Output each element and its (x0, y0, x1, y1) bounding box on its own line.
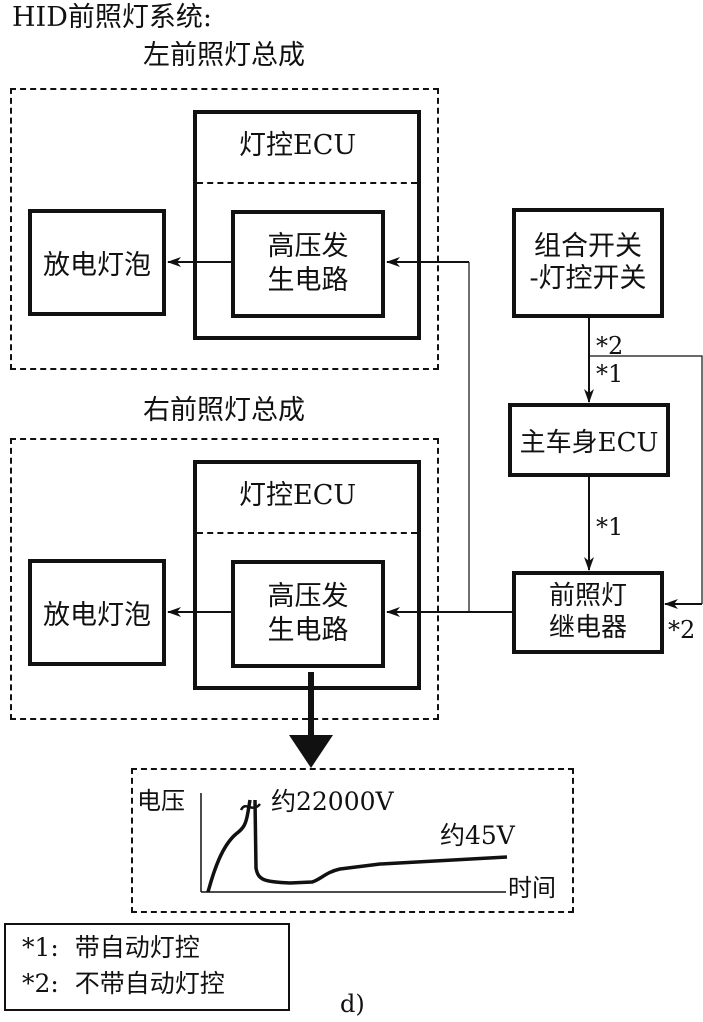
figure-label: d) (340, 990, 365, 1018)
left-headlamp-assembly (10, 88, 439, 370)
waveform-y-label: 电压 (137, 787, 185, 815)
right-ecu-divider (197, 532, 417, 534)
relay-line1: 前照灯 (548, 581, 627, 612)
right-bulb-label: 放电灯泡 (43, 600, 151, 631)
left-hv-line1: 高压发 (267, 231, 349, 263)
right-hv-line1: 高压发 (267, 581, 349, 613)
legend-key-1: *1: (22, 933, 59, 962)
main-body-ecu: 主车身ECU (508, 403, 670, 477)
headlamp-relay: 前照灯 继电器 (512, 571, 664, 654)
label-switch-bypass: *2 (596, 332, 624, 360)
label-ecu-to-relay: *1 (596, 513, 624, 541)
left-hv-line2: 生电路 (267, 265, 349, 296)
left-ecu-divider (197, 182, 417, 184)
legend-item-2: *2: 不带自动灯控 (22, 971, 225, 996)
right-hv-generator-circuit: 高压发 生电路 (231, 560, 385, 668)
combo-switch-line2: -灯控开关 (529, 263, 647, 294)
right-assembly-label: 右前照灯总成 (143, 395, 305, 426)
waveform-steady-label: 约45V (440, 821, 515, 850)
left-light-control-ecu: 灯控ECU 高压发 生电路 (193, 110, 421, 340)
legend-text-2: 不带自动灯控 (74, 969, 225, 998)
legend-item-1: *1: 带自动灯控 (22, 935, 200, 960)
waveform-peak-label: 约22000V (271, 787, 394, 816)
right-headlamp-assembly (10, 438, 439, 720)
waveform-decay-curve (253, 799, 508, 885)
combination-switch: 组合开关 -灯控开关 (512, 208, 664, 318)
legend-key-2: *2: (22, 969, 59, 998)
waveform-break-mark (239, 803, 261, 811)
label-bypass-to-relay: *2 (668, 616, 696, 644)
right-discharge-bulb: 放电灯泡 (28, 559, 166, 666)
left-bulb-label: 放电灯泡 (43, 250, 151, 281)
diagram-title: HID前照灯系统: (12, 2, 212, 33)
right-light-control-ecu: 灯控ECU 高压发 生电路 (193, 460, 421, 690)
waveform-output-arrow-head (289, 735, 333, 768)
right-ecu-label: 灯控ECU (239, 480, 357, 511)
left-assembly-label: 左前照灯总成 (143, 40, 305, 71)
label-switch-to-ecu: *1 (596, 360, 624, 388)
body-ecu-label: 主车身ECU (519, 427, 659, 458)
waveform-panel (131, 768, 574, 913)
legend-text-1: 带自动灯控 (74, 933, 200, 962)
left-discharge-bulb: 放电灯泡 (28, 209, 166, 316)
relay-line2: 继电器 (548, 612, 627, 643)
combo-switch-line1: 组合开关 (534, 230, 642, 262)
left-hv-generator-circuit: 高压发 生电路 (231, 210, 385, 318)
switch-bypass-line (589, 355, 703, 604)
left-ecu-label: 灯控ECU (239, 130, 357, 161)
waveform-x-label: 时间 (508, 874, 556, 902)
waveform-rise-curve (206, 799, 252, 893)
right-hv-line2: 生电路 (267, 615, 349, 646)
legend-box: *1: 带自动灯控 *2: 不带自动灯控 (4, 923, 290, 1011)
